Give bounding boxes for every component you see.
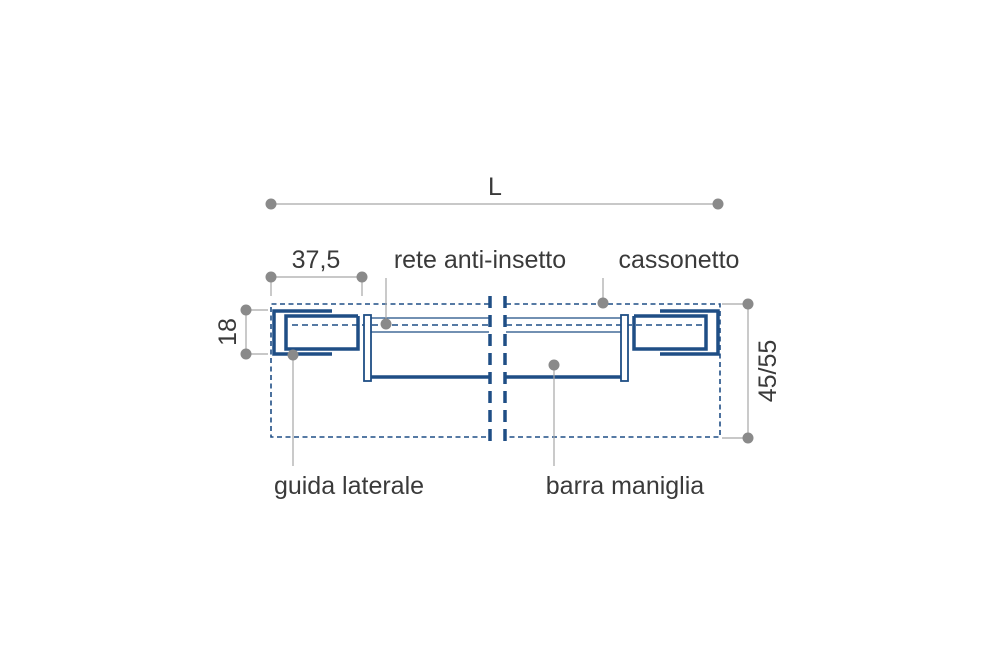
dimension-marker — [742, 432, 754, 444]
callout-label-box: cassonetto — [619, 246, 740, 274]
callout-marker — [548, 359, 560, 371]
dimension-label-guide-height: 18 — [214, 318, 242, 346]
side-guide-left — [272, 309, 360, 356]
side-guide-right — [632, 309, 720, 356]
dimension-marker — [265, 198, 277, 210]
break-marks — [488, 296, 507, 442]
insect-screen — [292, 317, 706, 333]
dimension-label-guide-width: 37,5 — [292, 246, 341, 274]
box-outline — [270, 303, 721, 438]
handle-bar-left-end — [363, 314, 372, 382]
handle-bar-right-end — [620, 314, 629, 382]
dimension-box-height: 45/55 — [722, 298, 782, 444]
dimension-marker — [240, 348, 252, 360]
dimension-marker — [712, 198, 724, 210]
callout-label-side-guide: guida laterale — [274, 472, 424, 500]
callout-marker — [287, 349, 299, 361]
side-guide-right-outer — [660, 309, 720, 356]
dimension-marker — [356, 271, 368, 283]
box-outline-right — [506, 303, 721, 438]
dimension-marker — [742, 298, 754, 310]
callout-marker — [380, 318, 392, 330]
callout-marker — [597, 297, 609, 309]
callout-side-guide: guida laterale — [274, 349, 424, 500]
callout-insect-screen: rete anti-insetto — [380, 246, 566, 330]
side-guide-left-inner — [284, 314, 360, 351]
dimension-label-box-height: 45/55 — [754, 340, 782, 403]
callout-label-insect-screen: rete anti-insetto — [394, 246, 566, 274]
side-guide-right-inner — [632, 314, 708, 351]
dimension-marker — [240, 304, 252, 316]
callout-box: cassonetto — [597, 246, 740, 309]
dimension-guide-width: 37,5 — [265, 246, 368, 296]
dimension-guide-height: 18 — [214, 304, 268, 360]
dimension-marker — [265, 271, 277, 283]
callout-label-handle-bar: barra maniglia — [546, 472, 705, 500]
box-outline-left — [270, 303, 489, 438]
handle-bar — [363, 314, 629, 382]
dimension-label-l: L — [488, 173, 502, 201]
callout-handle-bar: barra maniglia — [546, 359, 705, 500]
side-guide-left-outer — [272, 309, 332, 356]
dimension-overall-width: L — [265, 173, 724, 210]
